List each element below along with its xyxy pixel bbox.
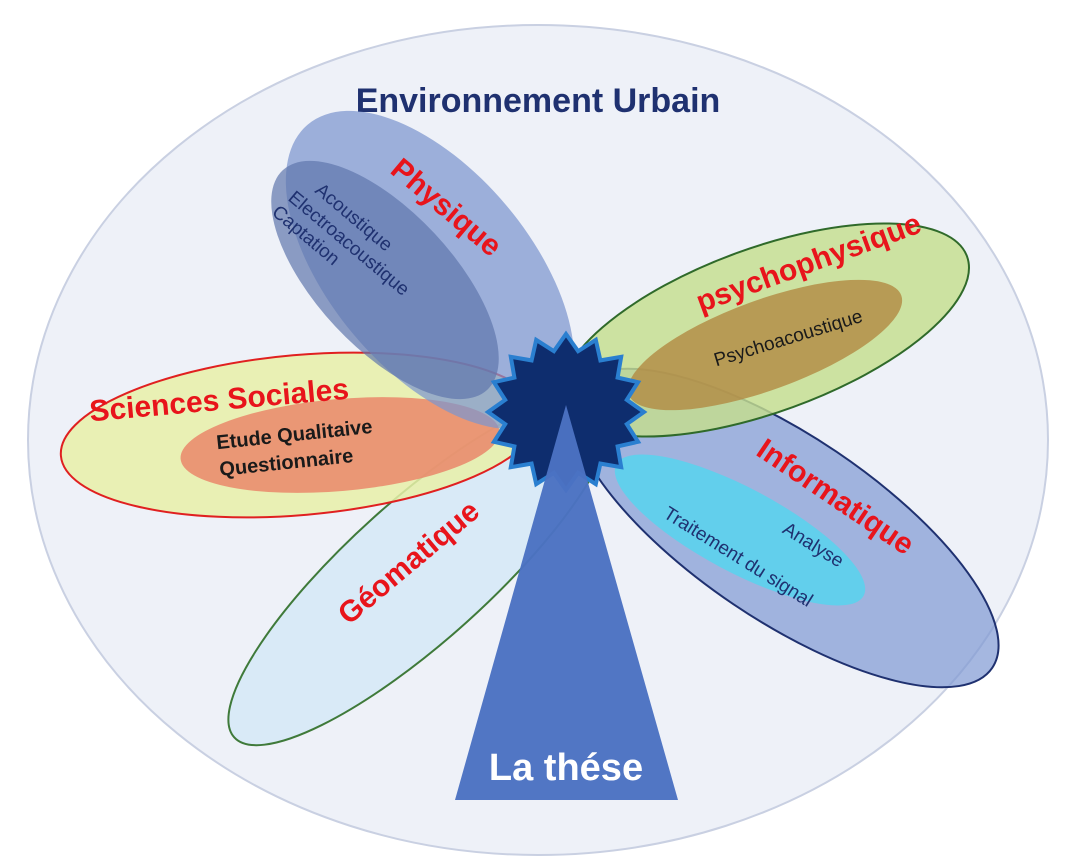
diagram-title: Environnement Urbain — [356, 82, 721, 120]
psychophysique-inner-petal — [627, 279, 903, 411]
thesis-triangle — [455, 405, 678, 800]
thesis-label: La thése — [489, 747, 643, 789]
physique-inner-petal — [271, 160, 499, 400]
sciences-sociales-inner-petal — [180, 397, 500, 493]
informatique-inner-petal — [614, 454, 866, 606]
